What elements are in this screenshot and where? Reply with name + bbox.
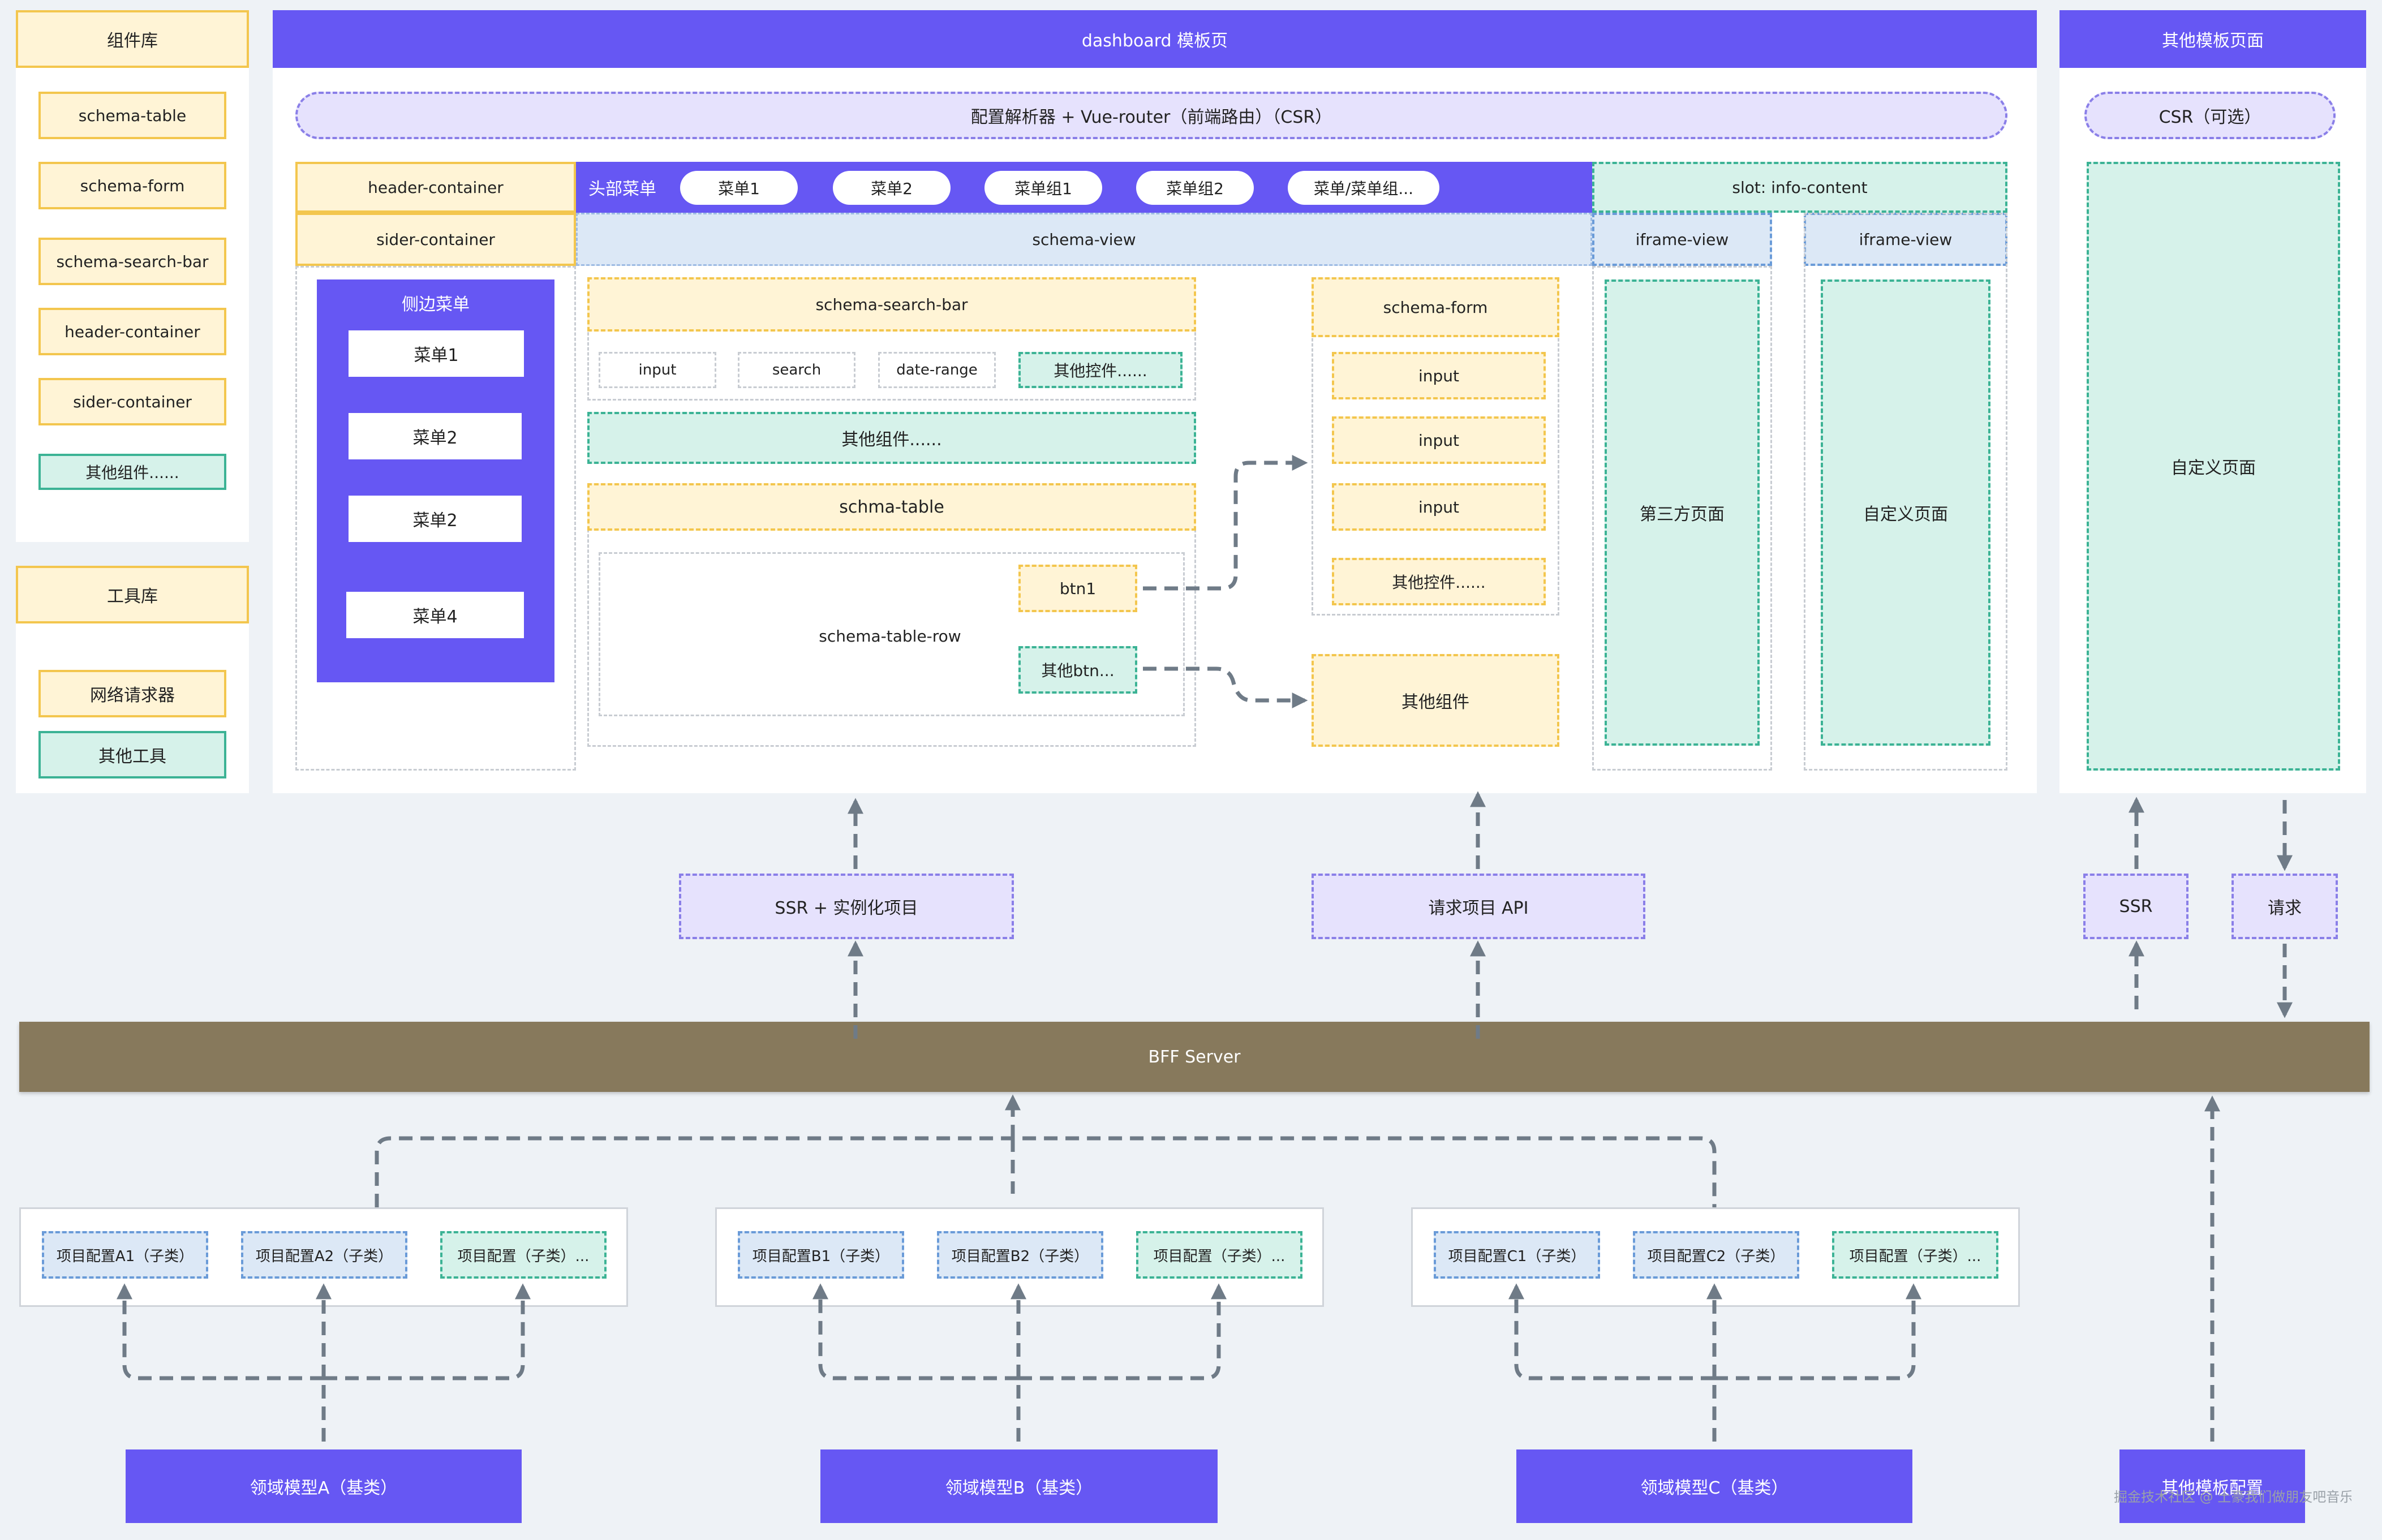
lib-item-schema-search-bar[interactable]: schema-search-bar bbox=[38, 238, 226, 285]
request-api-box: 请求项目 API bbox=[1312, 874, 1645, 939]
side-menu-item-4[interactable]: 菜单4 bbox=[346, 592, 524, 638]
sider-area-outline bbox=[295, 266, 576, 771]
request-box: 请求 bbox=[2231, 874, 2338, 939]
header-container-label: header-container bbox=[295, 162, 576, 213]
control-other[interactable]: 其他控件...... bbox=[1018, 352, 1183, 388]
config-a1: 项目配置A1（子类） bbox=[42, 1231, 208, 1279]
form-other-controls[interactable]: 其他控件...... bbox=[1332, 558, 1546, 605]
config-a2: 项目配置A2（子类） bbox=[241, 1231, 407, 1279]
schema-table-row-label: schema-table-row bbox=[819, 626, 961, 646]
control-date-range[interactable]: date-range bbox=[878, 352, 996, 388]
top-menu-item-1[interactable]: 菜单1 bbox=[680, 171, 798, 205]
lib-item-header-container[interactable]: header-container bbox=[38, 308, 226, 355]
config-b1: 项目配置B1（子类） bbox=[738, 1231, 904, 1279]
dashboard-title: dashboard 模板页 bbox=[273, 10, 2037, 68]
top-menu-label: 头部菜单 bbox=[588, 179, 656, 199]
form-input-1[interactable]: input bbox=[1332, 352, 1546, 399]
config-b2: 项目配置B2（子类） bbox=[937, 1231, 1103, 1279]
other-custom-page: 自定义页面 bbox=[2087, 162, 2340, 771]
bff-server-bar: BFF Server bbox=[19, 1022, 2370, 1092]
other-template-title: 其他模板页面 bbox=[2059, 10, 2366, 68]
lib-item-other-components[interactable]: 其他组件...... bbox=[38, 454, 226, 490]
lib-item-sider-container[interactable]: sider-container bbox=[38, 378, 226, 425]
custom-page: 自定义页面 bbox=[1821, 279, 1990, 746]
side-menu-title: 侧边菜单 bbox=[402, 295, 470, 315]
schema-form-box: schema-form bbox=[1312, 277, 1559, 337]
top-menu-item-group-1[interactable]: 菜单组1 bbox=[984, 171, 1102, 205]
lib-item-schema-form[interactable]: schema-form bbox=[38, 162, 226, 209]
domain-model-c: 领域模型C（基类） bbox=[1516, 1449, 1912, 1523]
control-search[interactable]: search bbox=[738, 352, 855, 388]
watermark: 掘金技术社区 @ 土豪我们做朋友吧音乐 bbox=[2114, 1489, 2351, 1505]
config-a-more: 项目配置（子类）... bbox=[440, 1231, 607, 1279]
iframe-area-1-outline bbox=[1592, 266, 1772, 771]
config-c1: 项目配置C1（子类） bbox=[1434, 1231, 1600, 1279]
form-input-2[interactable]: input bbox=[1332, 416, 1546, 464]
side-menu-item-1[interactable]: 菜单1 bbox=[349, 330, 524, 377]
config-b-more: 项目配置（子类）... bbox=[1136, 1231, 1302, 1279]
config-c-more: 项目配置（子类）... bbox=[1832, 1231, 1998, 1279]
schema-table-row-box bbox=[599, 552, 1185, 716]
lib-item-schema-table[interactable]: schema-table bbox=[38, 92, 226, 139]
top-menu-item-group-2[interactable]: 菜单组2 bbox=[1136, 171, 1254, 205]
schema-view-bar: schema-view bbox=[576, 213, 1592, 266]
config-c2: 项目配置C2（子类） bbox=[1633, 1231, 1799, 1279]
domain-model-a: 领域模型A（基类） bbox=[126, 1449, 522, 1523]
tool-library-title: 工具库 bbox=[16, 566, 249, 623]
csr-optional: CSR（可选） bbox=[2084, 92, 2336, 139]
ssr-box: SSR bbox=[2083, 874, 2188, 939]
btn1[interactable]: btn1 bbox=[1018, 565, 1137, 612]
iframe-view-1: iframe-view bbox=[1592, 213, 1772, 266]
slot-info-content: slot: info-content bbox=[1592, 162, 2007, 213]
iframe-area-2-outline bbox=[1804, 213, 2007, 771]
side-menu-item-2[interactable]: 菜单2 bbox=[349, 413, 522, 459]
top-menu-item-more[interactable]: 菜单/菜单组... bbox=[1288, 171, 1439, 205]
ssr-instance-box: SSR + 实例化项目 bbox=[679, 874, 1014, 939]
sider-container-label: sider-container bbox=[295, 213, 576, 266]
component-library-title: 组件库 bbox=[16, 10, 249, 68]
config-parser-bar: 配置解析器 + Vue-router（前端路由）（CSR） bbox=[295, 92, 2007, 139]
other-btn[interactable]: 其他btn... bbox=[1018, 646, 1137, 694]
domain-model-b: 领域模型B（基类） bbox=[820, 1449, 1218, 1523]
tool-item-network-requester[interactable]: 网络请求器 bbox=[38, 670, 226, 717]
other-components-row: 其他组件...... bbox=[587, 412, 1196, 464]
schema-search-bar-box: schema-search-bar bbox=[587, 277, 1196, 332]
form-input-3[interactable]: input bbox=[1332, 483, 1546, 531]
control-input[interactable]: input bbox=[599, 352, 716, 388]
tool-item-other-tools[interactable]: 其他工具 bbox=[38, 731, 226, 778]
other-component-box: 其他组件 bbox=[1312, 654, 1559, 747]
top-menu-item-2[interactable]: 菜单2 bbox=[833, 171, 951, 205]
other-template-config: 其他模板配置 bbox=[2119, 1449, 2305, 1523]
side-menu-item-3[interactable]: 菜单2 bbox=[349, 496, 522, 542]
schma-table-box: schma-table bbox=[587, 483, 1196, 531]
third-party-page: 第三方页面 bbox=[1605, 279, 1760, 746]
